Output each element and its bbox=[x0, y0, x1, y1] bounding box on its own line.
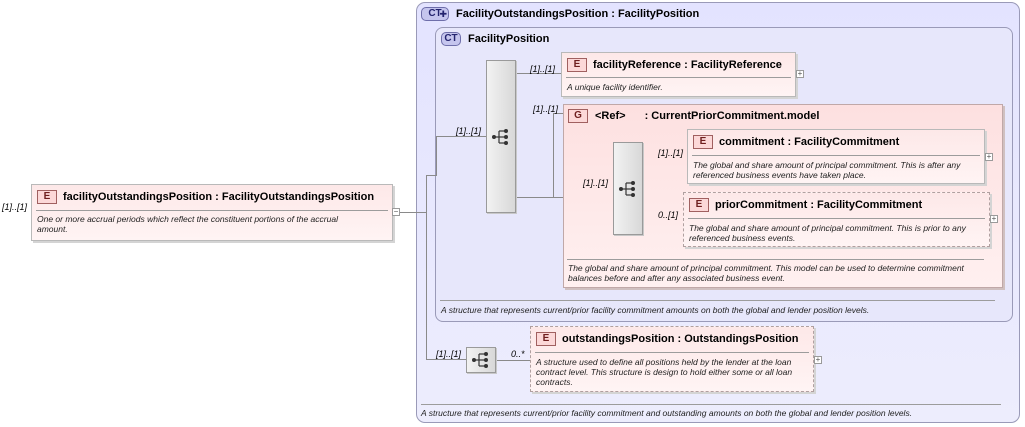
divider bbox=[692, 155, 980, 156]
connector bbox=[516, 73, 561, 74]
root-element-doc: One or more accrual periods which reflec… bbox=[37, 214, 338, 234]
prior-commitment-element[interactable]: E priorCommitment : FacilityCommitment T… bbox=[683, 192, 990, 247]
sequence-cardinality: [1]..[1] bbox=[456, 126, 482, 136]
sequence-compositor[interactable] bbox=[486, 60, 516, 213]
sequence-compositor-icon bbox=[492, 128, 508, 145]
divider bbox=[36, 210, 388, 211]
element-icon: E bbox=[689, 198, 709, 212]
element-icon: E bbox=[567, 58, 587, 72]
root-element-title: facilityOutstandingsPosition : FacilityO… bbox=[63, 191, 375, 203]
connector bbox=[553, 113, 554, 198]
outstandings-sequence-cardinality: [1]..[1] bbox=[436, 349, 462, 359]
connector bbox=[426, 359, 466, 360]
collapse-toggle[interactable]: − bbox=[392, 207, 400, 216]
outstandings-cardinality: 0..* bbox=[511, 349, 525, 359]
group-title: : CurrentPriorCommitment.model bbox=[644, 110, 820, 122]
commitment-title: commitment : FacilityCommitment bbox=[719, 136, 900, 148]
inner-type-title: FacilityPosition bbox=[468, 33, 550, 45]
divider bbox=[566, 77, 791, 78]
inner-type-footer: A structure that represents current/prio… bbox=[441, 305, 870, 315]
root-element-box[interactable]: E facilityOutstandingsPosition : Facilit… bbox=[31, 184, 393, 241]
connector bbox=[426, 175, 427, 359]
outstandings-position-doc: A structure used to define all positions… bbox=[536, 357, 793, 387]
sequence-compositor-icon bbox=[472, 352, 488, 368]
outer-type-footer: A structure that represents current/prio… bbox=[421, 408, 913, 418]
prior-commitment-title: priorCommitment : FacilityCommitment bbox=[715, 199, 923, 211]
complex-type-extension-icon: CT✚ bbox=[421, 7, 449, 21]
inner-type-divider bbox=[440, 300, 995, 301]
expand-toggle[interactable]: + bbox=[990, 214, 998, 223]
group-divider bbox=[567, 259, 984, 260]
prior-commitment-doc: The global and share amount of principal… bbox=[689, 223, 966, 243]
group-icon: G bbox=[568, 109, 588, 123]
divider bbox=[535, 352, 809, 353]
outstandings-sequence-compositor[interactable] bbox=[466, 347, 496, 373]
prior-commitment-cardinality: 0..[1] bbox=[658, 210, 679, 220]
connector bbox=[426, 175, 436, 176]
outer-type-title: FacilityOutstandingsPosition : FacilityP… bbox=[456, 8, 700, 20]
connector bbox=[516, 197, 563, 198]
expand-toggle[interactable]: + bbox=[814, 355, 822, 364]
commitment-doc: The global and share amount of principal… bbox=[693, 160, 961, 180]
group-doc: The global and share amount of principal… bbox=[568, 263, 964, 283]
element-icon: E bbox=[693, 135, 713, 149]
divider bbox=[688, 218, 985, 219]
expand-toggle[interactable]: + bbox=[985, 152, 993, 161]
outer-type-divider bbox=[421, 404, 1001, 405]
connector bbox=[496, 360, 530, 361]
group-sequence-compositor[interactable] bbox=[613, 142, 643, 235]
facility-reference-doc: A unique facility identifier. bbox=[567, 82, 663, 92]
outstandings-position-element[interactable]: E outstandingsPosition : OutstandingsPos… bbox=[530, 326, 814, 392]
commitment-cardinality: [1]..[1] bbox=[658, 148, 684, 158]
complex-type-icon: CT bbox=[441, 32, 461, 46]
connector bbox=[436, 136, 486, 137]
connector bbox=[553, 113, 563, 114]
element-icon: E bbox=[536, 332, 556, 346]
sequence-compositor-icon bbox=[619, 180, 635, 197]
element-icon: E bbox=[37, 190, 57, 204]
outer-type-header: CT✚ FacilityOutstandingsPosition : Facil… bbox=[421, 7, 699, 21]
group-sequence-cardinality: [1]..[1] bbox=[583, 178, 609, 188]
connector bbox=[436, 136, 437, 176]
expand-toggle[interactable]: + bbox=[796, 69, 804, 78]
facility-reference-title: facilityReference : FacilityReference bbox=[593, 59, 782, 71]
root-cardinality: [1]..[1] bbox=[2, 202, 28, 212]
outstandings-position-title: outstandingsPosition : OutstandingsPosit… bbox=[562, 333, 799, 345]
group-header: G <Ref> : CurrentPriorCommitment.model bbox=[568, 109, 819, 123]
facility-reference-element[interactable]: E facilityReference : FacilityReference … bbox=[561, 52, 796, 97]
inner-type-header: CT FacilityPosition bbox=[441, 32, 549, 46]
commitment-element[interactable]: E commitment : FacilityCommitment The gl… bbox=[687, 129, 985, 184]
group-ref: <Ref> bbox=[595, 110, 626, 122]
facility-reference-cardinality: [1]..[1] bbox=[530, 64, 556, 74]
connector bbox=[393, 212, 426, 213]
group-cardinality: [1]..[1] bbox=[533, 104, 559, 114]
